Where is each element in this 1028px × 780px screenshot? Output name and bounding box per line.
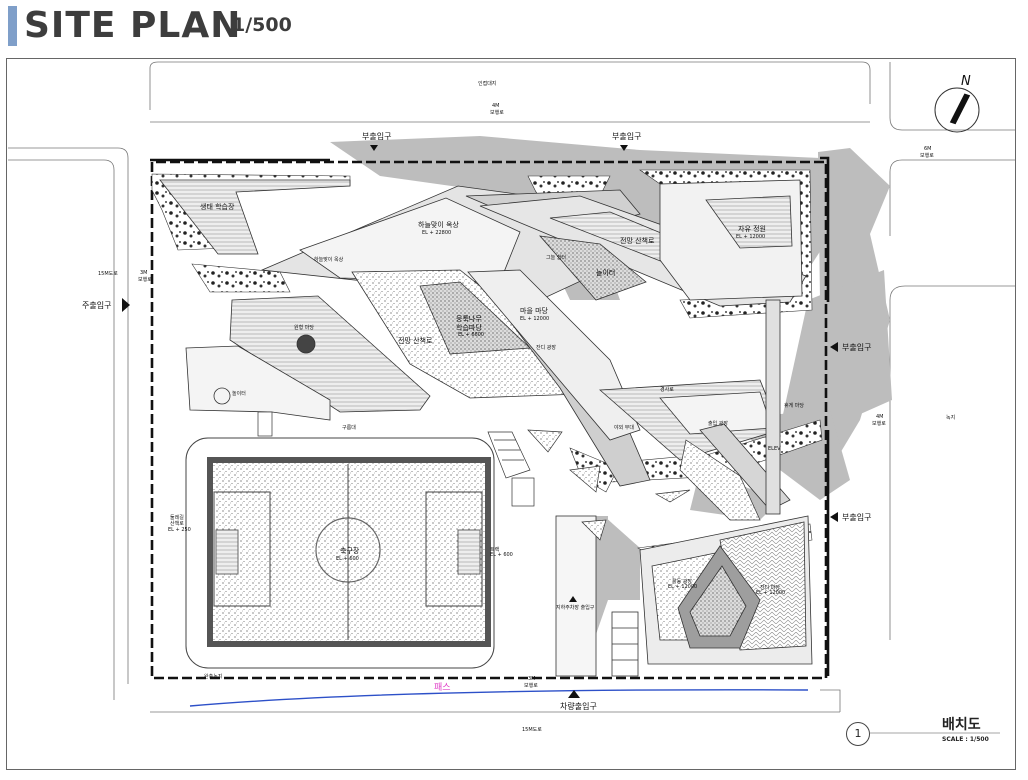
zone-elev: ELEV [768,446,781,452]
entrance-main[interactable]: 주출입구 [82,301,112,310]
zone-lower-a-el: EL + 12000 [668,584,698,590]
street-lines [8,61,1015,713]
entrance-sub-top-right[interactable]: 부출입구 [612,132,642,141]
zone-ramp: 경사로 [660,387,674,393]
playground-area [185,334,331,421]
drawing-number: 1 [846,722,870,746]
drawing-title: 배치도 [942,717,981,733]
zone-exit-plaza: 출입 광장 [708,421,728,427]
label-left-walk: 보행로 [138,277,152,283]
zone-right-yard: 휴게 마당 [784,403,804,409]
zone-tree-el: EL + 6600 [458,332,485,338]
sheet-title: SITE PLAN [24,5,242,46]
label-right-green: 녹지 [946,415,956,421]
zone-eco: 생태 학습장 [200,203,235,211]
zone-sky-roof-el: EL + 22800 [422,230,452,236]
entrance-sub-top-left[interactable]: 부출입구 [362,132,392,141]
label-bottom-road: 15M도로 [522,727,542,733]
eco-learning-area [159,179,351,255]
zone-track-left: 둘레길 [170,515,184,521]
label-adjacent-site: 인접대지 [478,81,497,87]
zone-lower-b: 잔디 마당 [760,585,780,591]
entrance-sub-right-2[interactable]: 부출입구 [842,513,872,522]
zone-lower-b-el: EL + 12000 [756,590,786,596]
free-garden-building [659,179,803,301]
entrance-vehicle[interactable]: 차량출입구 [560,702,597,711]
north-label: N [961,74,971,89]
zone-tree-yard-2: 학습마당 [456,324,482,332]
label-top-walk-width: 4M [492,103,500,109]
zone-circle: 원형 마당 [294,325,314,331]
zone-field-el: EL + 600 [336,556,359,562]
parking-entrance [555,515,639,677]
zone-track-left-el: EL + 250 [168,527,191,533]
title-accent-bar [8,6,17,46]
entrance-parking[interactable]: 지하주차장 출입구 [556,605,595,611]
zone-activity: 야외 무대 [614,425,634,431]
zone-tree-yard: 뭉툭나무 [456,315,482,323]
stair-block [257,411,535,507]
zone-field: 축구장 [340,547,360,555]
label-top-walk: 보행로 [490,110,504,116]
zone-playground: 놀이터 [232,391,246,397]
zone-lower-a: 활동 광장 [672,579,692,585]
entrance-arrows [122,145,838,698]
zone-village: 마을 마당 [520,307,548,315]
label-bottom-walk-width: 3M [528,676,536,682]
site-boundary [150,156,830,680]
label-left-road: 15M도로 [98,271,118,277]
zone-observe: 전망 산책로 [398,337,433,345]
zone-free-garden-el: EL + 12000 [736,234,766,240]
entrance-sub-right-1[interactable]: 부출입구 [842,343,872,352]
label-topright-walk: 보행로 [920,153,934,159]
zone-lawn-rest: 잔디 광장 [536,345,556,351]
zone-observe-right: 전망 산책로 [620,237,655,245]
zone-track-left-2: 산책로 [170,521,184,527]
zone-track-right: 트랙 [490,547,500,553]
zone-cloud: 그늘 쉼터 [546,255,566,261]
label-bottom-walk: 보행로 [524,683,538,689]
label-left-walk-width: 3M [140,270,148,276]
bridge [699,299,791,515]
zone-free-garden: 자유 정원 [738,225,766,233]
zone-sky-roof: 하늘맞이 옥상 [418,221,459,229]
zone-track-right-el: EL + 600 [490,552,513,558]
zone-rest: 구름대 [342,425,356,431]
lower-right-building [639,515,813,665]
zone-village-el: EL + 12000 [520,316,550,322]
bottom-path-line [189,689,809,707]
label-right-walk-width: 4M [876,414,884,420]
zone-sky-bridge: 하늘맞이 옥상 [314,257,344,263]
islands [527,429,761,541]
zone-play-top: 놀이터 [596,269,616,277]
soccer-field [185,437,495,669]
drawing-scale-note: SCALE : 1/500 [942,736,989,743]
north-arrow [934,87,980,133]
label-right-walk: 보행로 [872,421,886,427]
label-bottom-green: 완충녹지 [204,674,223,680]
central-terraces [229,269,781,487]
label-topright-walk-width: 6M [924,146,932,152]
sheet-scale: 1/500 [232,14,292,36]
label-path: 패스 [434,683,451,693]
